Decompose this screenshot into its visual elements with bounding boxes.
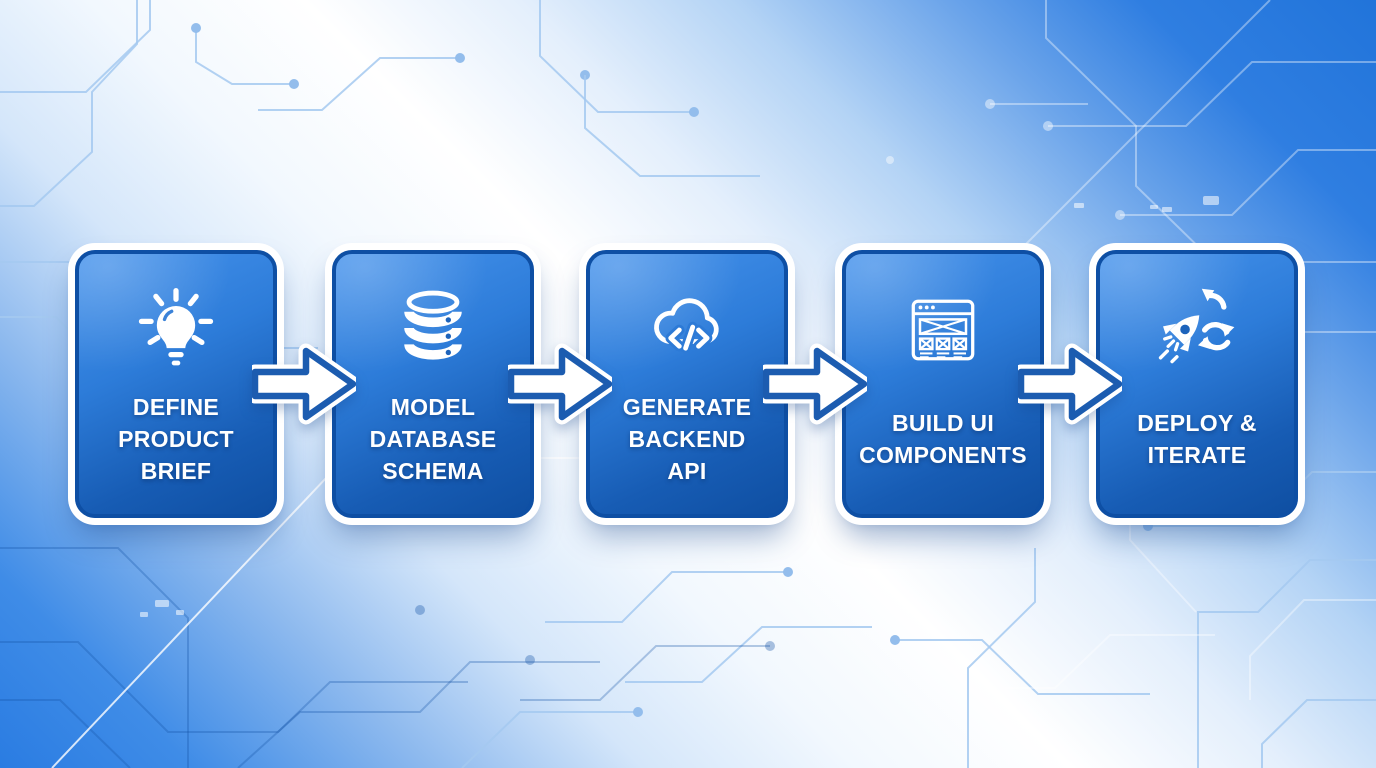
step-label: MODEL DATABASE SCHEMA	[369, 394, 497, 484]
flow-arrow-1	[252, 343, 356, 425]
flow-arrow-4	[1018, 343, 1122, 425]
step-label: DEFINE PRODUCT BRIEF	[118, 394, 234, 484]
flow-arrow-2	[508, 343, 612, 425]
circuit-traces-white	[886, 0, 1376, 700]
browser-wireframe-icon	[897, 276, 989, 382]
step-label: BUILD UI COMPONENTS	[859, 410, 1027, 468]
step-card-model-database-schema: MODEL DATABASE SCHEMA	[332, 250, 534, 518]
cloud-code-icon	[637, 276, 737, 382]
database-icon	[387, 276, 479, 382]
step-label: GENERATE BACKEND API	[622, 394, 752, 484]
lightbulb-icon	[130, 276, 222, 382]
step-card-define-product-brief: DEFINE PRODUCT BRIEF	[75, 250, 277, 518]
flow-arrow-3	[763, 343, 867, 425]
step-card-generate-backend-api: GENERATE BACKEND API	[586, 250, 788, 518]
step-label: DEPLOY & ITERATE	[1137, 410, 1257, 468]
rocket-refresh-icon	[1147, 276, 1247, 382]
step-card-deploy-iterate: DEPLOY & ITERATE	[1096, 250, 1298, 518]
step-card-build-ui-components: BUILD UI COMPONENTS	[842, 250, 1044, 518]
